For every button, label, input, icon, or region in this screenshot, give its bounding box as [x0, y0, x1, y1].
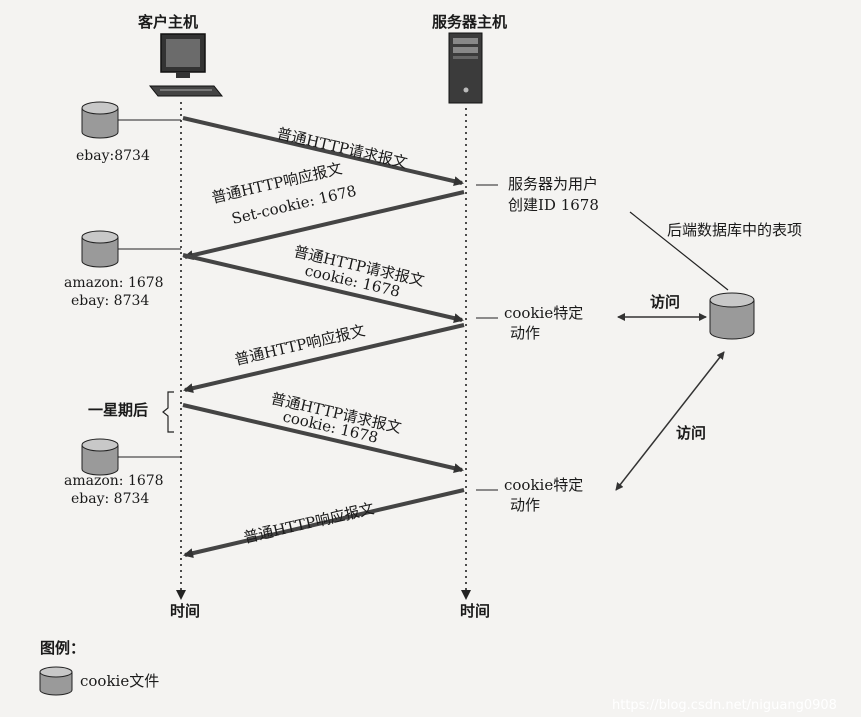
server-timeline-arrowhead	[461, 590, 471, 600]
message-arrow-2	[183, 190, 465, 261]
watermark-text: https://blog.csdn.net/niguang0908	[612, 698, 837, 713]
cookie-file-icon	[81, 230, 119, 268]
client-computer-icon	[148, 33, 224, 97]
message-6-title: 普通HTTP响应报文	[242, 499, 376, 547]
legend-cookie-icon	[39, 666, 73, 696]
legend-item-label: cookie文件	[80, 672, 159, 690]
server-host-title: 服务器主机	[432, 13, 507, 31]
client-timeline-arrowhead	[176, 590, 186, 600]
database-label: 后端数据库中的表项	[667, 221, 802, 239]
server-note-action-2-line-1: cookie特定	[504, 476, 583, 494]
message-arrow-5	[182, 403, 464, 474]
server-time-label: 时间	[460, 602, 490, 620]
message-arrow-4	[183, 323, 465, 394]
server-note-create-id-line-1: 服务器为用户	[508, 175, 598, 193]
access-label-2: 访问	[676, 424, 706, 442]
server-note-action-1-line-1: cookie特定	[504, 304, 583, 322]
cookie-state-2-line-1: amazon: 1678	[64, 275, 164, 291]
message-arrow-3	[182, 253, 464, 324]
cookie-file-icon	[81, 438, 119, 476]
cookie-state-2-line-2: ebay: 8734	[71, 293, 149, 309]
client-host-title: 客户主机	[137, 13, 198, 31]
time-gap-label: 一星期后	[88, 401, 148, 419]
time-gap-brace	[162, 391, 174, 433]
message-arrow-6	[183, 488, 465, 559]
database-icon	[709, 292, 755, 340]
server-note-create-id-line-2: 创建ID 1678	[508, 196, 599, 214]
cookie-state-3-line-1: amazon: 1678	[64, 473, 164, 489]
cookie-file-icon	[81, 101, 119, 139]
server-note-action-1-line-2: 动作	[510, 324, 540, 342]
message-arrow-1	[182, 116, 464, 187]
server-note-action-2-line-2: 动作	[510, 496, 540, 514]
server-tower-icon	[448, 32, 483, 104]
cookie-state-1-line-1: ebay:8734	[76, 148, 150, 164]
access-label-1: 访问	[650, 293, 680, 311]
client-time-label: 时间	[170, 602, 200, 620]
legend-title: 图例：	[40, 639, 85, 657]
cookie-state-3-line-2: ebay: 8734	[71, 491, 149, 507]
message-1-title: 普通HTTP请求报文	[275, 124, 409, 172]
access-arrow-2	[615, 351, 725, 491]
